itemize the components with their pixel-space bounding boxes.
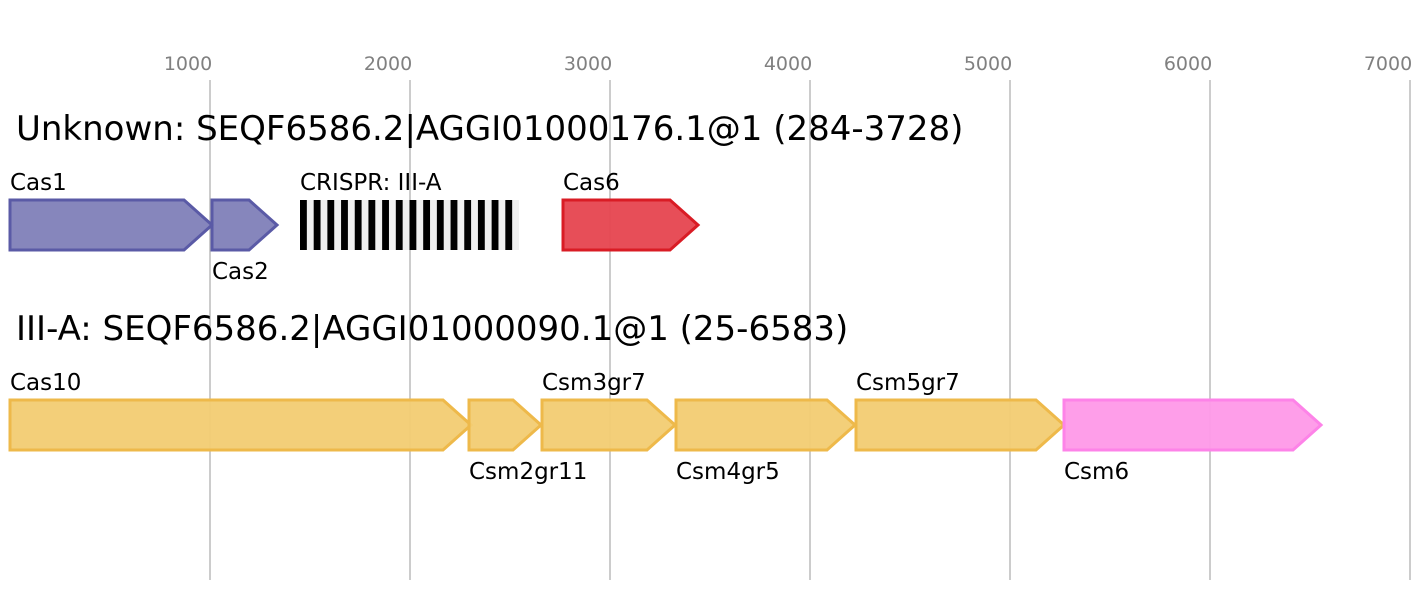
crispr-repeat	[436, 200, 444, 250]
track-title: III-A: SEQF6586.2|AGGI01000090.1@1 (25-6…	[16, 309, 848, 349]
crispr-repeat	[491, 200, 499, 250]
gene-arrow-csm6	[1062, 398, 1324, 452]
gene-label: Csm6	[1064, 459, 1129, 485]
crispr-repeat	[477, 200, 485, 250]
crispr-repeat	[423, 200, 431, 250]
crispr-repeat	[313, 200, 321, 250]
axis-tick-label: 4000	[764, 53, 812, 75]
axis-tick-label: 1000	[164, 53, 212, 75]
gene-arrow-cas6	[561, 198, 701, 252]
crispr-repeat	[341, 200, 348, 250]
crispr-repeat	[300, 200, 307, 250]
gene-label: Cas10	[10, 370, 81, 396]
gene-label: Csm2gr11	[469, 459, 587, 485]
gene-label: Csm3gr7	[542, 370, 646, 396]
crispr-repeat	[354, 200, 362, 250]
gene-arrow-cas1	[8, 198, 215, 252]
gene-label: CRISPR: III-A	[300, 170, 442, 196]
crispr-repeat	[395, 200, 403, 250]
gene-arrow-csm3gr7	[540, 398, 678, 452]
crispr-repeat	[327, 200, 335, 250]
crispr-repeat	[464, 200, 472, 250]
track-title: Unknown: SEQF6586.2|AGGI01000176.1@1 (28…	[16, 109, 963, 149]
crispr-repeat	[409, 200, 417, 250]
gene-arrow-cas2	[210, 198, 280, 252]
gene-arrow-cas10	[8, 398, 474, 452]
gene-arrow-csm2gr11	[467, 398, 544, 452]
gene-arrow-csm5gr7	[854, 398, 1067, 452]
crispr-repeat	[382, 200, 389, 250]
gene-arrow-csm4gr5	[674, 398, 858, 452]
axis-tick-label: 3000	[564, 53, 612, 75]
axis-tick-label: 5000	[964, 53, 1012, 75]
axis-tick-label: 6000	[1164, 53, 1212, 75]
axis-tick-label: 7000	[1364, 53, 1412, 75]
crispr-repeat	[368, 200, 376, 250]
crispr-repeat	[505, 200, 513, 250]
gene-label: Csm5gr7	[856, 370, 960, 396]
gene-label: Csm4gr5	[676, 459, 780, 485]
axis-tick-label: 2000	[364, 53, 412, 75]
crispr-repeat	[450, 200, 458, 250]
gene-label: Cas6	[563, 170, 620, 196]
gene-label: Cas1	[10, 170, 67, 196]
gene-label: Cas2	[212, 259, 269, 285]
